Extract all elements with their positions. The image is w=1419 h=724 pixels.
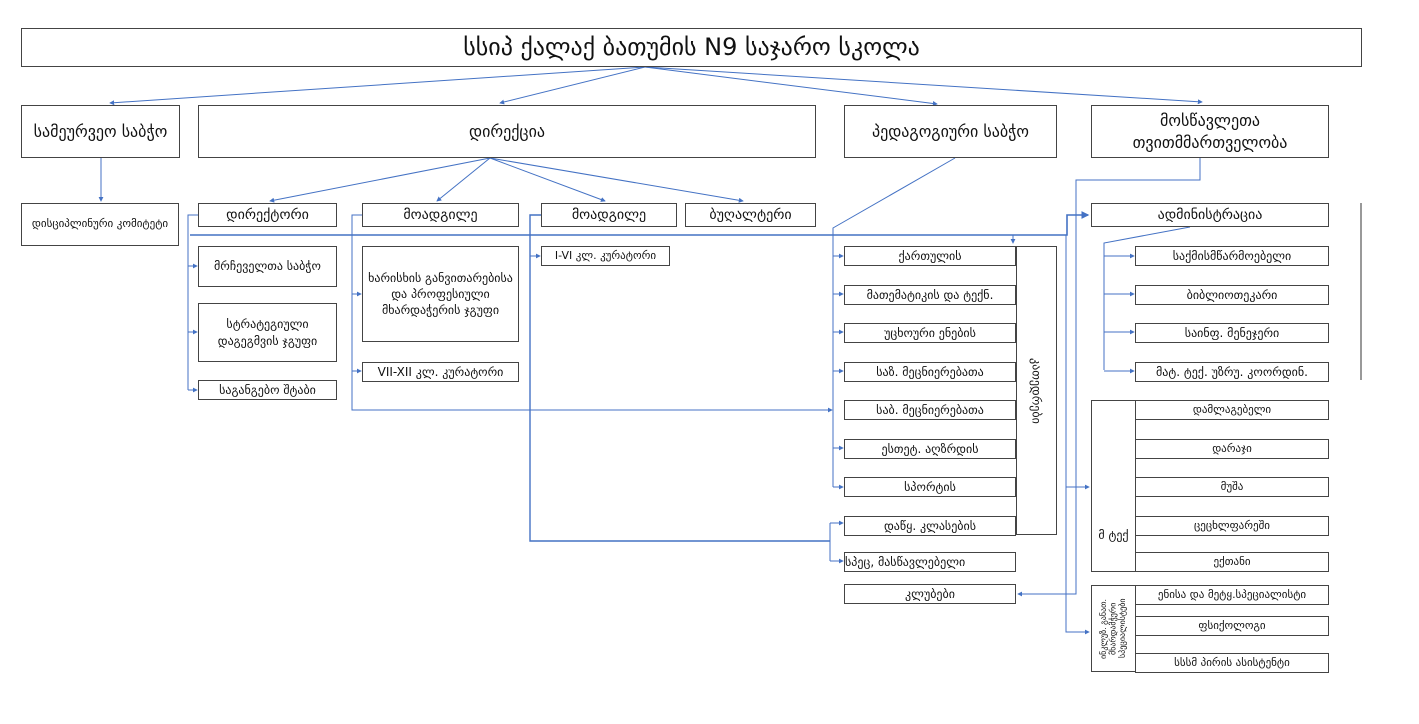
school-title: სსიპ ქალაქ ბათუმის N9 საჯარო სკოლა: [21, 28, 1362, 67]
tech-staff-item: დარაჯი: [1135, 439, 1329, 459]
connector: [269, 157, 491, 203]
director: დირექტორი: [198, 203, 337, 227]
advisory-council: მრჩეველთა საბჭო: [198, 246, 337, 287]
admin-item: ბიბლიოთეკარი: [1135, 285, 1329, 305]
connector: [832, 157, 956, 487]
connector: [529, 214, 830, 542]
tech-staff-item: დამლაგებელი: [1135, 400, 1329, 420]
special-teacher: სპეც, მასწავლებელი: [844, 552, 1016, 572]
directorate: დირექცია: [198, 105, 816, 158]
inclusive-label-text: ინკლუზ. განათ. მხარდამჭერი სპეციალისტები: [1099, 598, 1128, 659]
inclusive-staff-item: ფსიქოლოგი: [1135, 616, 1329, 636]
department-item: საზ. მეცნიერებათა: [844, 362, 1016, 382]
connector: [644, 66, 938, 106]
tech-staff-item: ექთანი: [1135, 552, 1329, 572]
department-item: დაწყ. კლასების: [844, 516, 1016, 536]
connector: [436, 157, 491, 202]
connector: [644, 66, 1203, 105]
student-government: მოსწავლეთა თვითმმართველობა: [1091, 105, 1329, 158]
administration: ადმინისტრაცია: [1091, 203, 1329, 227]
tech-staff-item: მუშა: [1135, 477, 1329, 497]
department-item: ქართულის: [844, 246, 1016, 266]
connector: [190, 211, 1090, 236]
curator-7-12: VII-XII კლ. კურატორი: [362, 362, 519, 382]
department-item: საბ. მეცნიერებათა: [844, 400, 1016, 420]
department-item: სპორტის: [844, 477, 1016, 497]
tech-staff-label-text: მ ტექ: [1098, 527, 1129, 542]
curator-1-6: I-VI კლ. კურატორი: [541, 246, 670, 266]
connector: [489, 157, 606, 202]
department-item: ესთეტ. აღზრდის: [844, 439, 1016, 459]
departments-label: კათედრები: [1016, 246, 1057, 535]
connector: [187, 214, 198, 390]
connector: [489, 157, 744, 203]
clubs: კლუბები: [844, 584, 1016, 604]
admin-item: მატ. ტექ. უზრუ. კოორდინ.: [1135, 362, 1329, 382]
connector: [1103, 226, 1191, 370]
department-item: მათემატიკის და ტექნ.: [844, 285, 1016, 305]
connector: [499, 66, 646, 105]
inclusive-staff-item: სსსმ პირის ასისტენტი: [1135, 653, 1329, 673]
board-of-trustees: სამეურვეო საბჭო: [21, 105, 180, 158]
connector: [1017, 158, 1201, 597]
connector: [351, 214, 833, 413]
admin-item: საქმისმწარმოებელი: [1135, 246, 1329, 266]
tech-staff-item: ცეცხლფარეში: [1135, 516, 1329, 536]
strategic-planning-group: სტრატეგიული დაგეგმვის ჯგუფი: [198, 303, 337, 362]
admin-item: საინფ. მენეჯერი: [1135, 323, 1329, 343]
connector: [109, 66, 646, 106]
discipline-committee: დისციპლინური კომიტეტი: [21, 203, 179, 246]
deputy-2: მოადგილე: [541, 203, 677, 227]
emergency-staff: საგანგებო შტაბი: [198, 380, 337, 400]
inclusive-staff-item: ენისა და მეტყ.სპეციალისტი: [1135, 585, 1329, 605]
quality-development-group: ხარისხის განვითარებისა და პროფესიული მხა…: [362, 246, 519, 342]
accountant: ბუღალტერი: [685, 203, 816, 227]
department-item: უცხოური ენების: [844, 323, 1016, 343]
deputy-1: მოადგილე: [362, 203, 519, 227]
inclusive-label: ინკლუზ. განათ. მხარდამჭერი სპეციალისტები: [1091, 585, 1136, 672]
tech-staff-label: მ ტექ: [1091, 400, 1136, 572]
pedagogical-council: პედაგოგიური საბჭო: [844, 105, 1057, 158]
